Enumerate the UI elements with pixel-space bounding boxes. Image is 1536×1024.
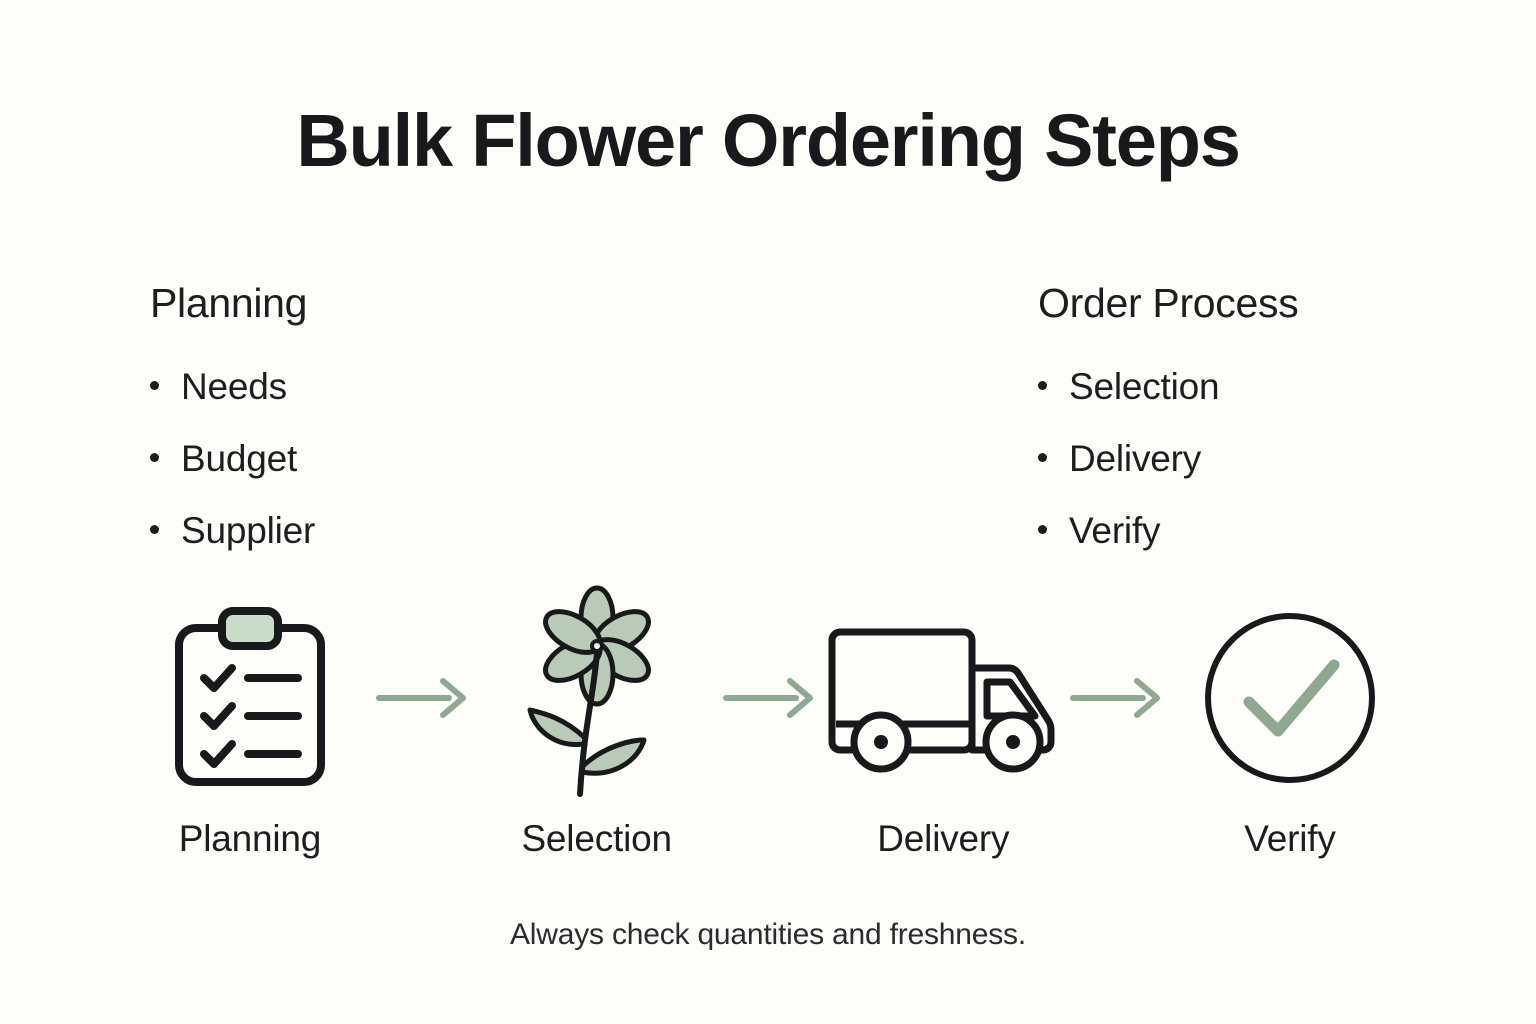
check-circle-icon <box>1204 613 1375 783</box>
page-title: Bulk Flower Ordering Steps <box>296 99 1241 182</box>
clipboard-checklist-icon <box>175 606 325 786</box>
flow-label-planning: Planning <box>178 818 322 859</box>
flow-label-selection: Selection <box>521 818 672 859</box>
flow-arrow-1 <box>375 668 471 728</box>
arrow-right-icon <box>376 678 467 718</box>
list-item: Verify <box>1038 512 1298 549</box>
order-process-column: Order Process Selection Delivery Verify <box>1038 280 1299 549</box>
flow-step-planning <box>150 598 350 798</box>
planning-column: Planning Needs Budget Supplier <box>150 283 315 549</box>
delivery-truck-icon <box>828 628 1055 773</box>
flow-arrow-3 <box>1069 668 1165 728</box>
list-item: Supplier <box>150 512 315 549</box>
list-item-label: Selection <box>1069 366 1220 407</box>
bullet-dot-icon <box>1038 453 1047 462</box>
arrow-right-icon <box>1069 678 1160 718</box>
order-process-column-heading: Order Process <box>1038 280 1299 326</box>
list-item-label: Verify <box>1069 510 1161 551</box>
arrow-right-icon <box>722 678 813 718</box>
footer-caption: Always check quantities and freshness. <box>509 918 1026 951</box>
flow-arrow-2 <box>722 668 818 728</box>
process-flow-labels: Planning Selection Delivery Verify <box>150 820 1390 880</box>
bullet-dot-icon <box>1038 381 1047 390</box>
bullet-dot-icon <box>1038 525 1047 534</box>
planning-column-heading: Planning <box>150 280 308 326</box>
list-item-label: Needs <box>181 366 287 407</box>
bullet-dot-icon <box>150 453 159 462</box>
list-item-label: Supplier <box>181 510 316 551</box>
list-item: Needs <box>150 368 315 405</box>
list-item-label: Delivery <box>1069 438 1202 479</box>
flow-label-verify: Verify <box>1244 818 1336 859</box>
bullet-dot-icon <box>150 525 159 534</box>
list-item: Selection <box>1038 368 1298 405</box>
flow-label-delivery: Delivery <box>877 818 1010 859</box>
flower-icon <box>527 585 651 797</box>
planning-bullet-list: Needs Budget Supplier <box>150 368 315 549</box>
list-item-label: Budget <box>181 438 298 479</box>
flow-step-delivery <box>828 598 1055 798</box>
order-process-bullet-list: Selection Delivery Verify <box>1038 368 1298 549</box>
list-item: Delivery <box>1038 440 1298 477</box>
process-flow-row <box>150 585 1390 798</box>
flow-step-selection <box>497 585 697 798</box>
flow-step-verify <box>1190 598 1390 798</box>
list-item: Budget <box>150 440 315 477</box>
bullet-dot-icon <box>150 381 159 390</box>
